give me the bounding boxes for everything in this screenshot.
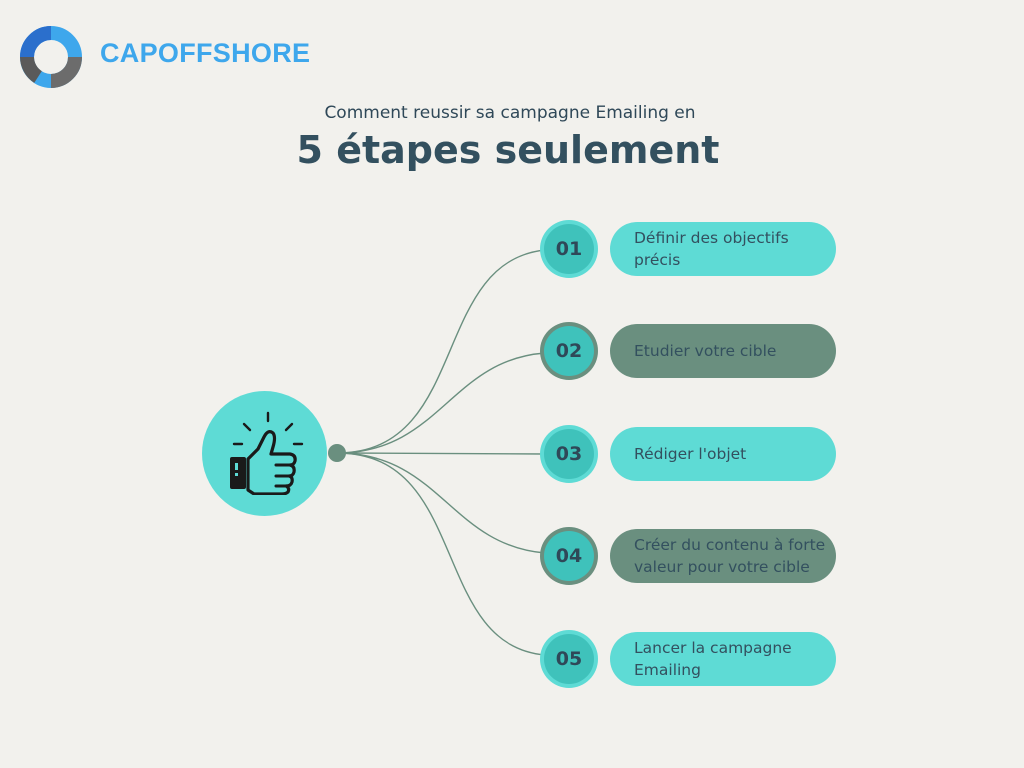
- step-pill: [610, 222, 836, 276]
- brand-name: CAPOFFSHORE: [100, 38, 311, 68]
- thumbs-up-icon: [230, 411, 304, 495]
- step-3: 03 Rédiger l'objet: [540, 425, 840, 483]
- step-pill: [610, 529, 836, 583]
- page-title: 5 étapes seulement: [296, 128, 720, 172]
- step-2: 02 Etudier votre cible: [540, 322, 840, 380]
- ring-logo-icon: [20, 26, 82, 88]
- step-pill: [610, 427, 836, 481]
- step-label: Lancer la campagne Emailing: [634, 639, 792, 679]
- step-label: Rédiger l'objet: [634, 445, 747, 463]
- step-pill: [610, 632, 836, 686]
- step-number: 02: [544, 326, 594, 376]
- step-4: 04 Créer du contenu à forte valeur pour …: [540, 527, 840, 585]
- step-pill: [610, 324, 836, 378]
- step-1: 01 Définir des objectifs précis: [540, 220, 840, 278]
- step-number: 04: [544, 531, 594, 581]
- step-number-ring: 02: [540, 322, 598, 380]
- step-number: 01: [544, 224, 594, 274]
- step-label: Etudier votre cible: [634, 342, 777, 360]
- step-label: Créer du contenu à forte valeur pour vot…: [634, 536, 826, 576]
- step-number-ring: 05: [540, 630, 598, 688]
- subtitle: Comment reussir sa campagne Emailing en: [324, 103, 696, 123]
- connector-node: [328, 444, 346, 462]
- step-label: Définir des objectifs précis: [634, 229, 789, 269]
- step-number: 03: [544, 429, 594, 479]
- step-number-ring: 01: [540, 220, 598, 278]
- step-5: 05 Lancer la campagne Emailing: [540, 630, 840, 688]
- step-number-ring: 03: [540, 425, 598, 483]
- hub-circle: [202, 391, 327, 516]
- step-number-ring: 04: [540, 527, 598, 585]
- step-number: 05: [544, 634, 594, 684]
